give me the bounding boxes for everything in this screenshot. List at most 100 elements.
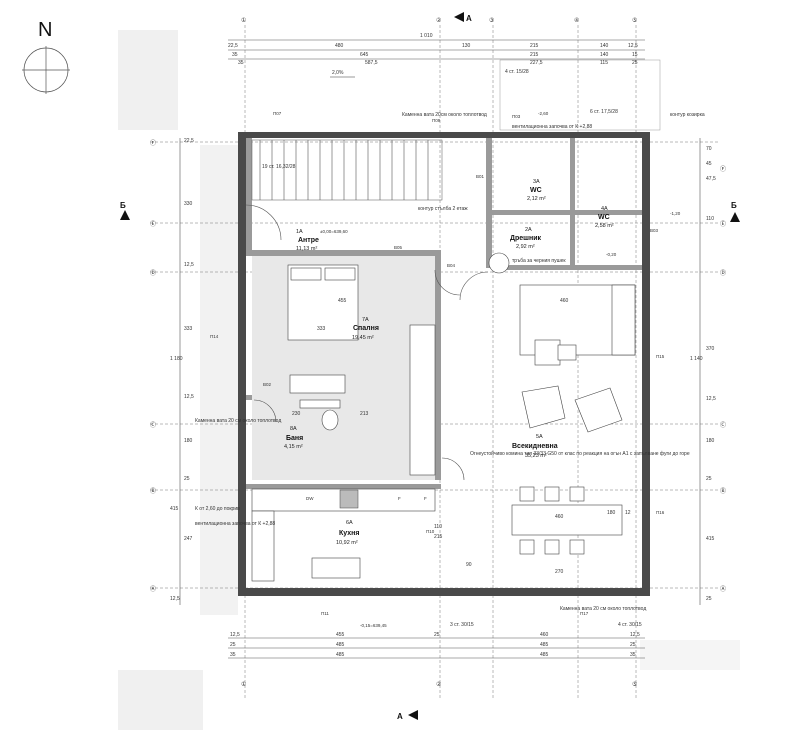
- dim-right-1: 45: [706, 161, 712, 167]
- tag-p07: П07: [273, 111, 282, 116]
- grid-row-a-right: Ⓐ: [720, 585, 726, 593]
- dim-bottom-r2-0: 25: [230, 642, 236, 648]
- walls: [238, 132, 650, 596]
- bath-fixtures: [289, 374, 346, 431]
- tag-b01: B01: [476, 174, 485, 179]
- dim-top-r1-4: 140: [600, 43, 609, 49]
- dim-top-r3-3: 115: [600, 60, 608, 66]
- section-a-bottom: A: [397, 712, 403, 721]
- note-stair-bottom-left: 3 ст. 30/15: [450, 622, 474, 628]
- grid-row-c-right: Ⓒ: [720, 421, 726, 429]
- dim-left-5: 180: [184, 438, 193, 444]
- note-stair-top: 19 ст. 16,32/28: [262, 164, 296, 170]
- tag-p11: П11: [321, 611, 329, 616]
- grid-col-3: ③: [489, 17, 494, 24]
- note-k-left: К от 2,60 до покрив: [195, 506, 240, 512]
- tag-b02: B02: [263, 382, 272, 387]
- tag-p10: П10: [426, 529, 435, 534]
- section-a-top: A: [466, 14, 472, 23]
- terrain-hatch-topleft: [118, 30, 178, 130]
- note-stair-right: 6 ст. 17,5/28: [590, 109, 618, 115]
- dim-int-11: 12: [625, 510, 631, 516]
- tag-b05: B05: [394, 245, 403, 250]
- grid-row-c: Ⓒ: [150, 421, 156, 429]
- stair-top: [251, 139, 443, 201]
- room-3a: 3A WC 2,12 m²: [527, 179, 546, 202]
- dim-int-6: 460: [555, 514, 564, 520]
- dim-top-r1-1: 480: [335, 43, 344, 49]
- dim-top-r2-3: 140: [600, 52, 609, 58]
- room-1a-num: 1A: [296, 229, 303, 235]
- dim-top-r2-4: 15: [632, 52, 638, 58]
- level-marks: ±0,00=639,60 -0,15=639,45 -0,20 -1,20 -2…: [320, 111, 681, 628]
- north-arrow: N: [22, 19, 70, 94]
- dim-bottom-r1-3: 460: [540, 632, 549, 638]
- dim-bottom-r3-0: 35: [230, 652, 236, 658]
- grid-col-5: ⑤: [632, 17, 637, 24]
- room-5a: 5A Всекидневна 35,23 m²: [512, 434, 558, 459]
- room-5a-area: 35,23 m²: [525, 453, 547, 459]
- dim-left-9: 12,5: [170, 596, 180, 602]
- dim-top-r3-2: 227,5: [530, 60, 543, 66]
- interior-dimensions: 455 333 230 213 460 270 460 180 110 215 …: [292, 298, 631, 575]
- room-4a: 4A WC 2,58 m²: [595, 206, 614, 229]
- room-2a: 2A Дрешник 2,92 m²: [510, 227, 542, 250]
- room-1a-name: Антре: [298, 237, 319, 244]
- room-4a-area: 2,58 m²: [595, 223, 614, 229]
- dim-bottom-r1-1: 455: [336, 632, 345, 638]
- room-3a-area: 2,12 m²: [527, 196, 546, 202]
- room-4a-num: 4A: [601, 206, 608, 212]
- note-stone-left: Каменна вата 20 см около топлотвод: [195, 418, 281, 424]
- level-wc: -0,20: [606, 252, 617, 257]
- dim-bottom-r2-1: 485: [336, 642, 345, 648]
- grid-col-5-bottom: ⑤: [632, 681, 637, 688]
- dim-top-r1-5: 12,5: [628, 43, 638, 49]
- left-dimensions: 1 180 22,5 330 12,5 333 12,5 180 25 415 …: [170, 138, 194, 605]
- dim-left-3: 333: [184, 326, 193, 332]
- appliance-dw: DW: [306, 496, 314, 501]
- room-6a-area: 10,92 m²: [336, 540, 358, 546]
- grid-col-2-bottom: ②: [436, 681, 442, 688]
- room-3a-name: WC: [530, 187, 542, 194]
- room-8a-num: 8A: [290, 426, 297, 432]
- dim-int-9: 215: [434, 534, 443, 540]
- grid-row-f-right: Ⓕ: [720, 165, 726, 173]
- note-stone-top: Каменна вата 20см около топлотвод: [402, 112, 487, 118]
- dim-right-total: 1 140: [690, 356, 703, 362]
- dim-top-r2-1: 645: [360, 52, 369, 58]
- tag-p03: П03: [512, 114, 521, 119]
- dim-right-0: 70: [706, 146, 712, 152]
- terrain-hatch-bottomright: [640, 640, 740, 670]
- grid-row-b: Ⓑ: [150, 487, 156, 495]
- grid-row-a: Ⓐ: [150, 585, 156, 593]
- room-3a-num: 3A: [533, 179, 540, 185]
- dim-top-total: 1 010: [420, 33, 433, 39]
- kitchen-appliances: DW F F: [306, 496, 427, 501]
- dim-right-5: 12,5: [706, 396, 716, 402]
- room-7a-num: 7A: [362, 317, 369, 323]
- room-7a-name: Спалня: [353, 325, 379, 332]
- note-stair-top2: 4 ст. 15/28: [505, 69, 529, 75]
- north-letter: N: [38, 19, 52, 41]
- dim-right-9: 25: [706, 596, 712, 602]
- terrain-hatch-bottom: [118, 670, 203, 730]
- dim-int-1: 333: [317, 326, 326, 332]
- room-8a: 8A Баня 4,15 m²: [284, 426, 303, 450]
- room-2a-num: 2A: [525, 227, 532, 233]
- dim-right-4: 370: [706, 346, 715, 352]
- dim-top-r1-0: 22,5: [228, 43, 238, 49]
- tag-p16: П16: [656, 510, 665, 515]
- note-contour: контур козирка: [670, 112, 705, 118]
- room-5a-num: 5A: [536, 434, 543, 440]
- dim-left-6: 25: [184, 476, 190, 482]
- slope-label: 2,0%: [332, 70, 344, 76]
- room-6a: 6A Кухня 10,92 m²: [336, 520, 359, 546]
- room-8a-area: 4,15 m²: [284, 444, 303, 450]
- dim-left-total: 1 180: [170, 356, 183, 362]
- grid-row-e: Ⓔ: [150, 220, 156, 228]
- dim-bottom-r1-4: 12,5: [630, 632, 640, 638]
- dim-bottom-r2-2: 485: [540, 642, 549, 648]
- dim-left-8: 247: [184, 536, 193, 542]
- dim-bottom-r3-3: 35: [630, 652, 636, 658]
